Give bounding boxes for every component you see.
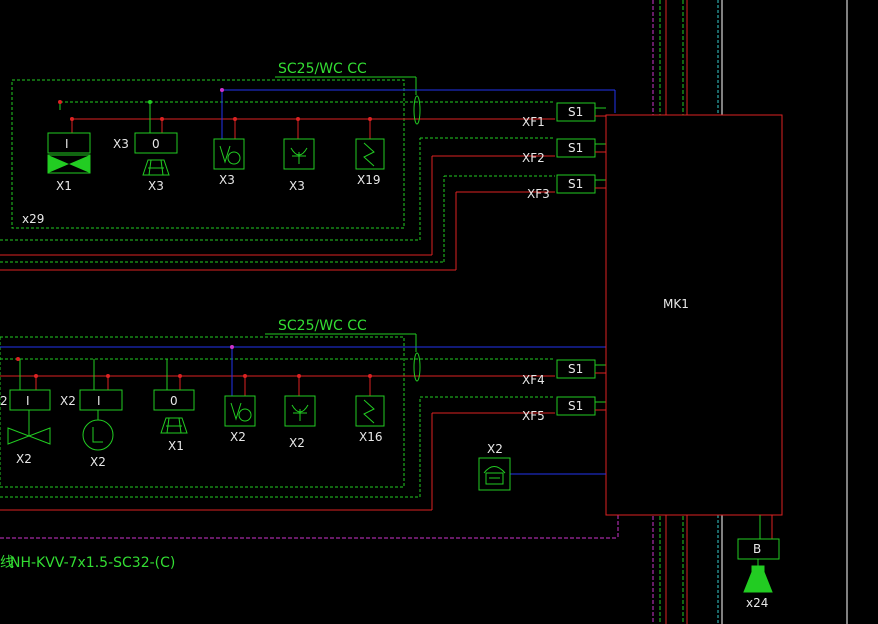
xf5-box-label: S1 <box>568 399 583 413</box>
bottom-device-4 <box>224 347 256 427</box>
xf2-label: XF2 <box>522 151 545 165</box>
heat-detector-icon <box>291 404 309 421</box>
main-cable-label: NH-KVV-7x1.5-SC32-(C) <box>10 555 175 571</box>
top-device-2: 0 <box>134 102 178 176</box>
xf4-box-label: S1 <box>568 362 583 376</box>
top-device-5-tag: X19 <box>357 173 381 187</box>
top-device-4 <box>283 119 315 170</box>
zone-bottom-boundary <box>0 336 405 488</box>
main-cable-prefix: 线 <box>0 555 14 571</box>
xf3-box-label: S1 <box>568 177 583 191</box>
mk1-panel <box>605 114 783 516</box>
bell-icon <box>160 417 188 434</box>
bottom-device-3: 0 <box>153 359 195 434</box>
valve-icon <box>7 410 51 445</box>
telephone <box>478 457 606 491</box>
bottom-device-2-module: I <box>97 394 101 408</box>
heat-detector-icon <box>290 147 308 164</box>
bottom-device-2-prefix: X2 <box>60 394 76 408</box>
top-device-2-prefix: X3 <box>113 137 129 151</box>
xf4-label: XF4 <box>522 373 545 387</box>
bottom-device-1-module: I <box>26 394 30 408</box>
phone-tag: X2 <box>487 442 503 456</box>
mk1-label: MK1 <box>663 297 689 311</box>
smoke-detector-icon <box>230 402 252 422</box>
sounder-icon <box>743 565 773 593</box>
bottom-device-6 <box>355 376 385 427</box>
xf5-terminal <box>556 396 606 416</box>
bottom-device-2: I <box>79 359 123 451</box>
valve-alarm-icon <box>47 154 91 174</box>
pressure-switch-icon <box>82 419 114 451</box>
bottom-device-5-tag: X2 <box>289 436 305 450</box>
left-edge-fragment: 2 <box>0 394 8 408</box>
flow-switch-icon <box>363 399 375 424</box>
bottom-device-3-module: 0 <box>170 394 178 408</box>
top-device-1-module: I <box>65 137 69 151</box>
s1-boxes <box>556 102 606 416</box>
zone-top: I 0 <box>0 76 616 271</box>
bottom-device-4-tag: X2 <box>230 430 246 444</box>
top-device-3 <box>213 90 245 170</box>
xf2-box-label: S1 <box>568 141 583 155</box>
xf1-label: XF1 <box>522 115 545 129</box>
top-device-4-tag: X3 <box>289 179 305 193</box>
bottom-device-6-tag: X16 <box>359 430 383 444</box>
top-device-1-tag: X1 <box>56 179 72 193</box>
top-device-1: I <box>47 119 91 174</box>
sounder-tag: x24 <box>746 596 768 610</box>
bottom-device-2-tag: X2 <box>90 455 106 469</box>
bottom-device-1: I <box>7 359 51 445</box>
top-device-2-tag: X3 <box>148 179 164 193</box>
bottom-device-1-tag: X2 <box>16 452 32 466</box>
zone-count-top: x29 <box>22 212 44 226</box>
xf1-terminal <box>556 102 606 122</box>
xf1-box-label: S1 <box>568 105 583 119</box>
bottom-device-3-tag: X1 <box>168 439 184 453</box>
cable-label-bottom: SC25/WC CC <box>278 318 367 334</box>
xf5-label: XF5 <box>522 409 545 423</box>
telephone-icon <box>483 466 506 485</box>
xf2-terminal <box>556 138 606 158</box>
top-device-3-tag: X3 <box>219 173 235 187</box>
bell-icon <box>142 159 170 176</box>
zone-top-boundary <box>11 79 405 229</box>
top-device-2-module: 0 <box>152 137 160 151</box>
top-device-5 <box>355 119 385 170</box>
xf3-label: XF3 <box>527 187 550 201</box>
zone-bottom: I I 0 <box>0 333 610 511</box>
sounder-module: B <box>753 542 761 556</box>
smoke-detector-icon <box>219 145 241 165</box>
xf4-terminal <box>556 359 606 379</box>
sounder <box>737 515 780 593</box>
xf3-terminal <box>556 174 606 194</box>
bottom-device-5 <box>284 376 316 427</box>
cable-label-top: SC25/WC CC <box>278 61 367 77</box>
flow-switch-icon <box>363 142 375 167</box>
